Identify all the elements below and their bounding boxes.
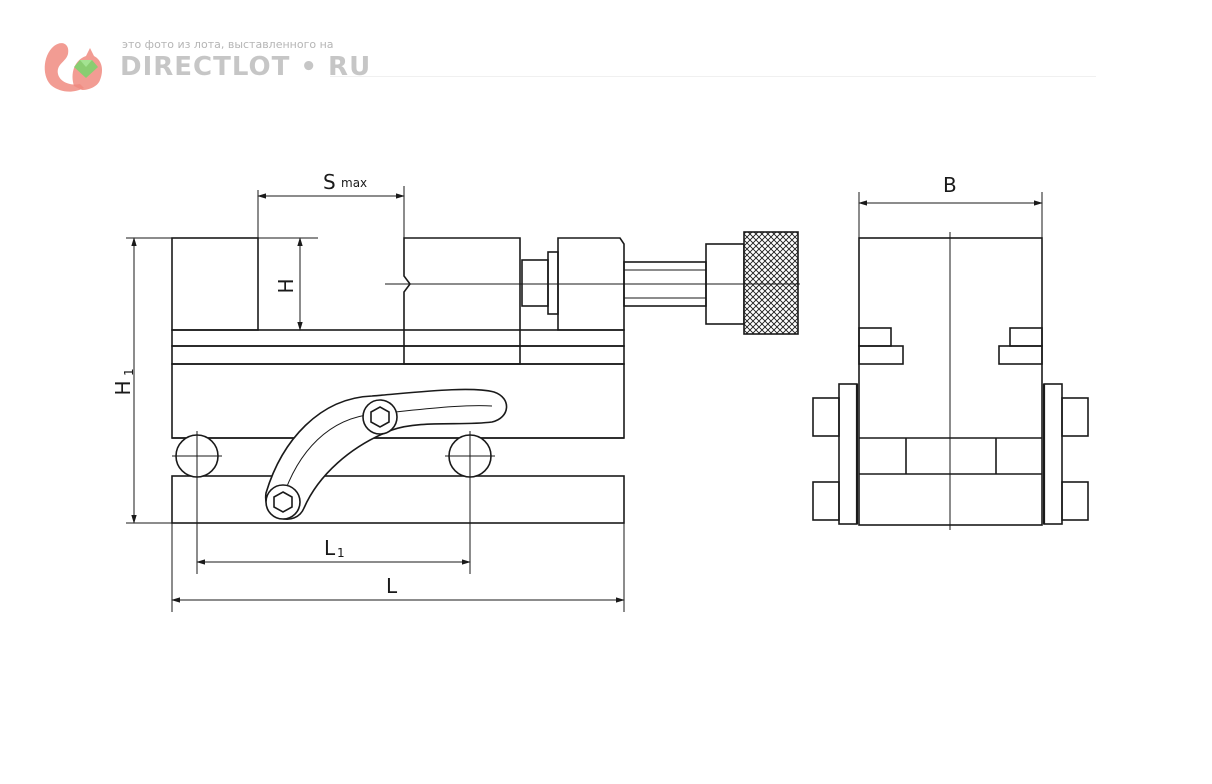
watermark: это фото из лота, выставленного на DIREC…	[40, 34, 370, 94]
label-h1: H	[111, 380, 135, 395]
watermark-divider	[330, 76, 1096, 77]
clamp-arm	[265, 388, 508, 520]
label-h: H	[274, 278, 298, 293]
movable-jaw	[403, 237, 521, 365]
knurled-knob	[743, 231, 799, 335]
label-s-sub: max	[341, 176, 367, 190]
label-h1-sub: 1	[122, 368, 136, 376]
dimensions: S max H H 1 L 1 L B	[111, 170, 1043, 612]
watermark-caption: это фото из лота, выставленного на	[122, 38, 334, 51]
side-view	[812, 232, 1089, 530]
watermark-brand: DIRECTLOT • RU	[120, 52, 372, 82]
screw-collar	[521, 259, 549, 307]
guide-rail	[171, 345, 625, 365]
label-s: S	[323, 170, 336, 194]
squirrel-logo-icon	[44, 43, 102, 92]
label-b: B	[943, 173, 957, 197]
base-plate	[171, 475, 625, 524]
label-l: L	[386, 574, 398, 598]
label-l1: L	[324, 536, 336, 560]
front-view	[171, 231, 800, 524]
gem-icon	[74, 60, 98, 78]
label-l1-sub: 1	[337, 546, 345, 560]
fixed-jaw	[171, 237, 259, 331]
